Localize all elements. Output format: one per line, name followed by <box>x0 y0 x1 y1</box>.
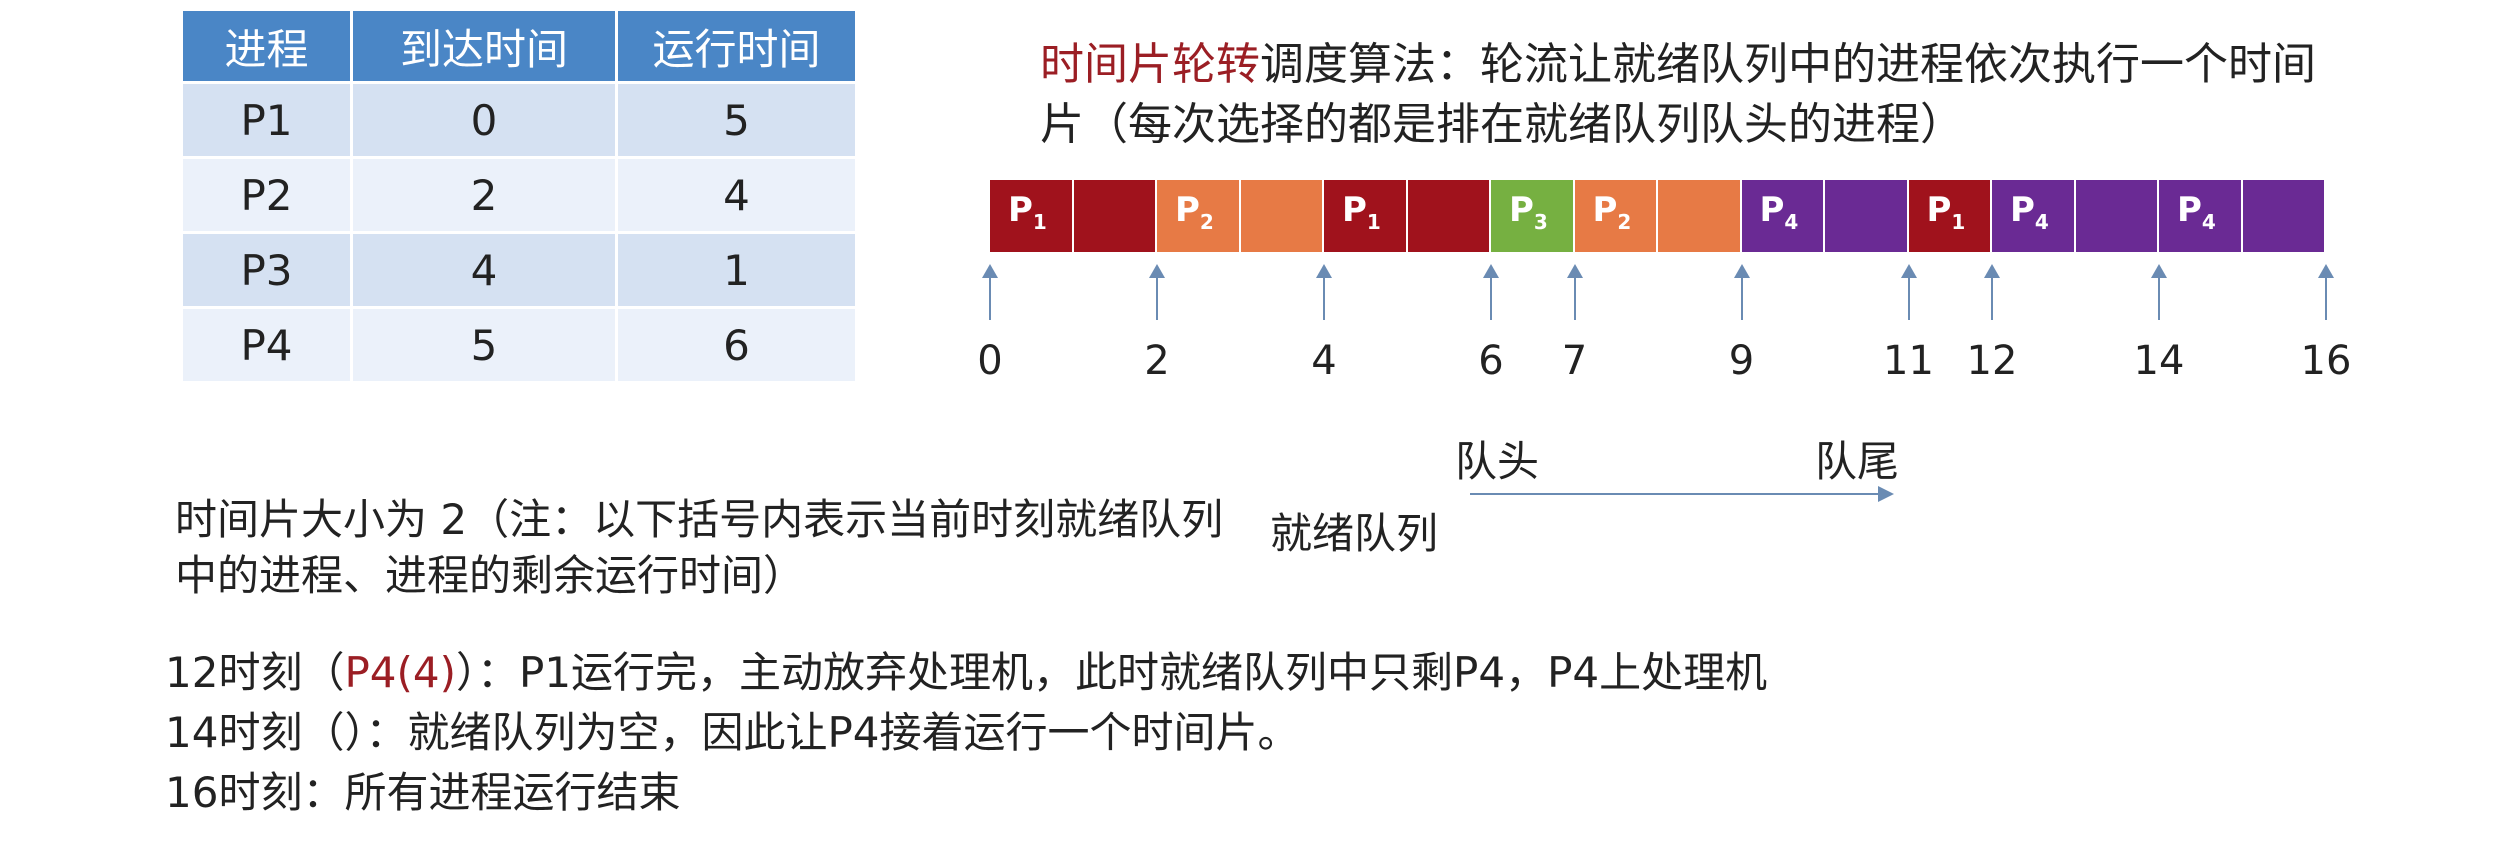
time-slice-note: 时间片大小为 2（注：以下括号内表示当前时刻就绪队列中的进程、进程的剩余运行时间… <box>175 495 1224 600</box>
cell-process: P3 <box>183 234 350 306</box>
queue-arrow-head-icon <box>1878 486 1894 502</box>
gantt-segment-subscript: 4 <box>1784 209 1799 234</box>
header-arrival-time: 到达时间 <box>353 11 615 81</box>
gantt-segment-label: P4 <box>1759 190 1799 234</box>
gantt-segment-subscript: 1 <box>1951 209 1966 234</box>
gantt-segment-p4: P4 <box>1992 180 2076 252</box>
gantt-segment-p2 <box>1658 180 1742 252</box>
event-line: 14时刻（）：就绪队列为空，因此让P4接着运行一个时间片。 <box>165 705 1300 761</box>
gantt-segment-label: P1 <box>1342 190 1381 234</box>
gantt-segment-p4 <box>2242 180 2326 252</box>
cell-arrival: 4 <box>353 234 615 306</box>
gantt-segment-p1: P1 <box>990 180 1074 252</box>
gantt-segment-p4 <box>1825 180 1909 252</box>
gantt-segment-p3: P3 <box>1491 180 1575 252</box>
algorithm-text: 调度算法：轮流让就绪队列中的进程依次执行一个时间片（每次选择的都是排在就绪队列队… <box>1040 39 2316 150</box>
gantt-segment-p1: P1 <box>1908 180 1992 252</box>
table-row: P2 2 4 <box>183 159 855 231</box>
gantt-segment-label: P4 <box>2010 190 2049 234</box>
gantt-segment-p2: P2 <box>1574 180 1658 252</box>
gantt-segment-label: P4 <box>2177 190 2216 234</box>
gantt-segment-subscript: 1 <box>1366 209 1381 234</box>
event-queue-state: P4(4) <box>344 648 456 697</box>
cell-runtime: 6 <box>618 309 855 381</box>
gantt-segment-subscript: 3 <box>1533 209 1548 234</box>
table-row: P3 4 1 <box>183 234 855 306</box>
cell-process: P1 <box>183 84 350 156</box>
algorithm-description: 时间片轮转调度算法：轮流让就绪队列中的进程依次执行一个时间片（每次选择的都是排在… <box>1040 35 2340 155</box>
gantt-segment-label: P2 <box>1592 190 1632 234</box>
gantt-segment-label: P1 <box>1926 190 1966 234</box>
tick-label: 6 <box>1478 338 1504 384</box>
event-line: 12时刻（P4(4)）：P1运行完，主动放弃处理机，此时就绪队列中只剩P4，P4… <box>165 645 1767 701</box>
gantt-segment-p2 <box>1240 180 1324 252</box>
header-run-time: 运行时间 <box>618 11 855 81</box>
tick-label: 14 <box>2133 338 2185 384</box>
tick-label: 16 <box>2300 338 2352 384</box>
event-line: 16时刻：所有进程运行结束 <box>165 765 680 821</box>
gantt-segment-p4: P4 <box>2159 180 2243 252</box>
gantt-segment-p1 <box>1407 180 1491 252</box>
gantt-segment-label: P1 <box>1008 190 1047 234</box>
cell-process: P4 <box>183 309 350 381</box>
cell-arrival: 2 <box>353 159 615 231</box>
cell-runtime: 1 <box>618 234 855 306</box>
event-prefix: 12时刻（ <box>165 648 345 697</box>
gantt-segment-label: P2 <box>1175 190 1214 234</box>
gantt-segment-subscript: 2 <box>1617 209 1632 234</box>
gantt-segment-p2: P2 <box>1157 180 1241 252</box>
cell-arrival: 5 <box>353 309 615 381</box>
cell-process: P2 <box>183 159 350 231</box>
gantt-segment-p1: P1 <box>1324 180 1408 252</box>
cell-runtime: 5 <box>618 84 855 156</box>
gantt-segment-p4 <box>2075 180 2159 252</box>
gantt-segment-p4: P4 <box>1741 180 1825 252</box>
ready-queue-label: 就绪队列 <box>1270 509 1439 558</box>
table-row: P1 0 5 <box>183 84 855 156</box>
gantt-segment-p1 <box>1073 180 1157 252</box>
table-header-row: 进程 到达时间 运行时间 <box>183 11 855 81</box>
event-suffix: ）：就绪队列为空，因此让P4接着运行一个时间片。 <box>344 708 1300 757</box>
cell-runtime: 4 <box>618 159 855 231</box>
gantt-segment-subscript: 4 <box>2201 209 2216 234</box>
event-prefix: 14时刻（ <box>165 708 345 757</box>
queue-arrow <box>1470 493 1880 495</box>
tick-label: 7 <box>1561 338 1588 384</box>
tick-label: 9 <box>1728 338 1755 384</box>
table-row: P4 5 6 <box>183 309 855 381</box>
process-table: 进程 到达时间 运行时间 P1 0 5 P2 2 4 P3 4 1 P4 5 6 <box>180 8 858 384</box>
cell-arrival: 0 <box>353 84 615 156</box>
event-prefix: 16时刻：所有进程运行结束 <box>165 768 681 817</box>
algorithm-name: 时间片轮转 <box>1040 39 1260 90</box>
header-process: 进程 <box>183 11 350 81</box>
tick-label: 4 <box>1311 338 1337 384</box>
gantt-segment-subscript: 2 <box>1199 209 1214 234</box>
queue-head-label: 队头 <box>1455 437 1540 486</box>
gantt-segment-label: P3 <box>1509 190 1548 234</box>
tick-label: 11 <box>1883 338 1934 384</box>
gantt-segment-subscript: 1 <box>1032 209 1047 234</box>
tick-label: 0 <box>977 338 1003 384</box>
tick-label: 12 <box>1966 338 2018 384</box>
event-suffix: ）：P1运行完，主动放弃处理机，此时就绪队列中只剩P4，P4上处理机 <box>456 648 1768 697</box>
tick-label: 2 <box>1144 338 1170 384</box>
gantt-segment-subscript: 4 <box>2034 209 2049 234</box>
queue-tail-label: 队尾 <box>1815 437 1900 486</box>
